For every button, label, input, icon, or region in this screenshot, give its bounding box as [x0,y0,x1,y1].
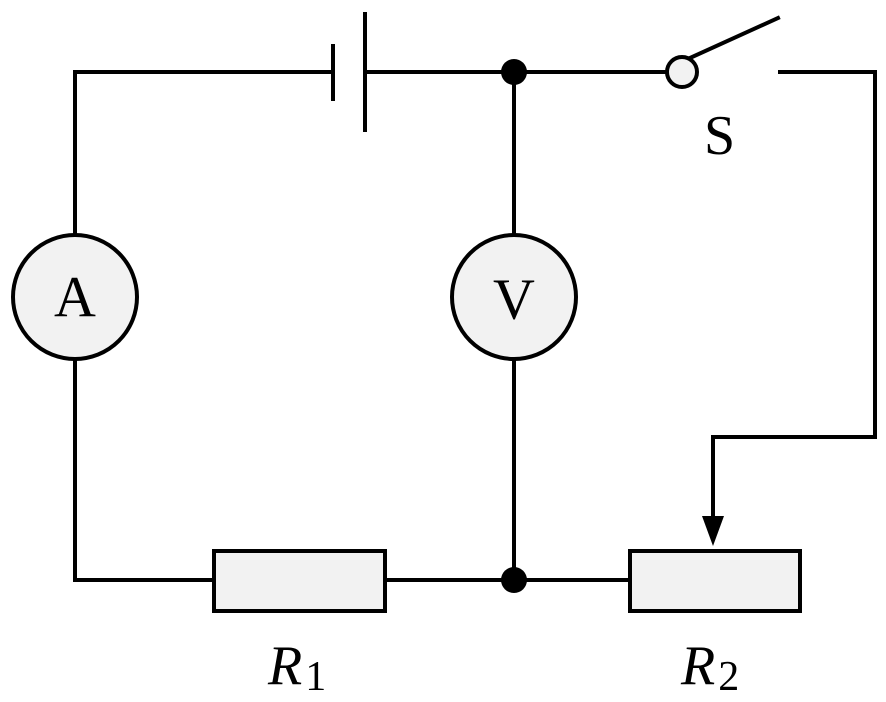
resistor-r1: R1 [212,549,387,700]
resistor-r1-subscript: 1 [305,654,326,700]
battery [331,12,367,132]
switch: S [665,15,781,167]
voltmeter-label: V [493,267,535,332]
ammeter: A [11,233,139,361]
resistor-r2-subscript: 2 [718,654,739,700]
switch-blade [687,15,781,61]
resistor-r2: R2 [628,549,802,700]
switch-label: S [704,105,735,167]
voltmeter: V [450,233,578,361]
junction-node-bottom [501,567,527,593]
resistor-r2-label: R2 [680,635,739,700]
voltmeter-circle [450,233,578,361]
wire-top-left [73,70,335,237]
wire-bottom-left [73,360,216,582]
resistor-r2-symbol: R [680,635,715,697]
wire-right [711,70,877,520]
junction-node-top [501,59,527,85]
slider-arrow-icon [702,516,724,546]
resistor-r1-body [212,549,387,613]
switch-pivot [665,55,699,89]
ammeter-circle [11,233,139,361]
ammeter-label: A [54,265,96,330]
resistor-r1-symbol: R [267,635,302,697]
resistor-r2-body [628,549,802,613]
resistor-r1-label: R1 [267,635,326,700]
